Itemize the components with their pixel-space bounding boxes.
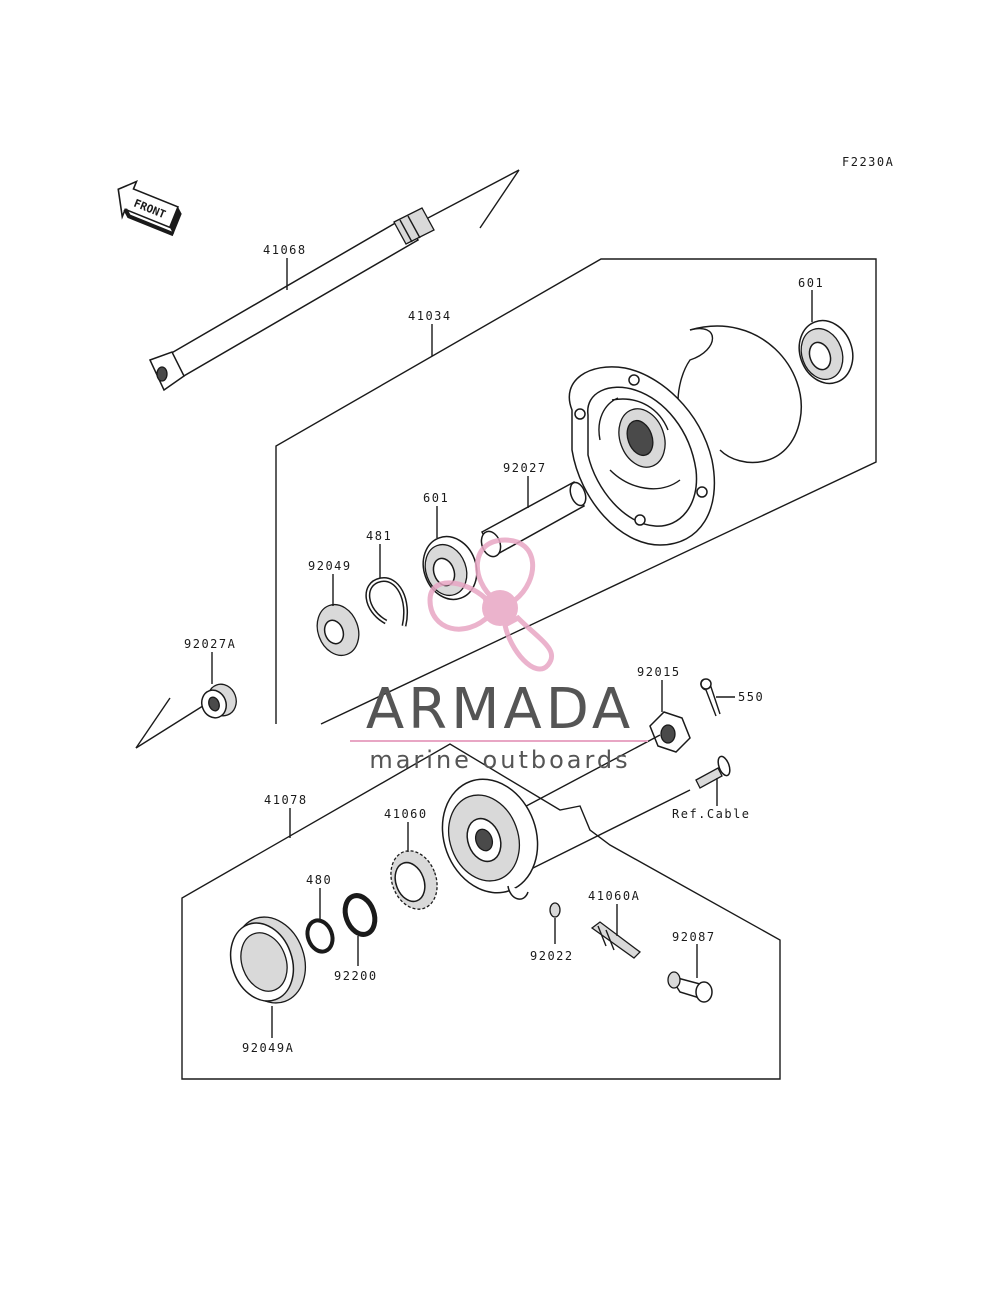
large-oil-seal-part bbox=[229, 916, 306, 1004]
front-arrow-icon: FRONT bbox=[117, 180, 182, 237]
speedometer-gear-part bbox=[390, 850, 438, 910]
part-label-92200: 92200 bbox=[334, 969, 378, 983]
part-label-480: 480 bbox=[306, 873, 332, 887]
ref-cable-label: Ref.Cable bbox=[672, 807, 751, 821]
bearing-right-part bbox=[798, 319, 854, 385]
part-label-41068: 41068 bbox=[263, 243, 307, 257]
part-label-92087: 92087 bbox=[672, 930, 716, 944]
part-label-601-left: 601 bbox=[423, 491, 449, 505]
oil-seal-part bbox=[316, 603, 360, 657]
circlip-part bbox=[365, 577, 408, 627]
axle-part bbox=[148, 169, 520, 392]
part-label-550: 550 bbox=[738, 690, 764, 704]
part-label-41060A: 41060A bbox=[588, 889, 640, 903]
part-label-92027: 92027 bbox=[503, 461, 547, 475]
brand-tagline: marine outboards bbox=[369, 746, 630, 774]
part-label-481: 481 bbox=[366, 529, 392, 543]
brand-watermark: ARMADA marine outboards bbox=[350, 537, 648, 774]
wheel-hub-part bbox=[568, 325, 802, 546]
part-label-92022: 92022 bbox=[530, 949, 574, 963]
collar-part bbox=[135, 683, 237, 749]
pinion-gear-part bbox=[590, 921, 641, 959]
part-label-41078: 41078 bbox=[264, 793, 308, 807]
bearing-left-part bbox=[422, 535, 478, 601]
cable-screw-part bbox=[695, 755, 731, 789]
part-label-92027A: 92027A bbox=[184, 637, 236, 651]
diagram-code: F2230A bbox=[842, 155, 894, 169]
gear-assembly-frame bbox=[181, 743, 781, 1080]
washer-92022-part bbox=[549, 902, 561, 918]
gear-housing-part bbox=[441, 734, 691, 900]
part-label-92049: 92049 bbox=[308, 559, 352, 573]
circlip-480-part bbox=[305, 918, 335, 954]
part-label-41060: 41060 bbox=[384, 807, 428, 821]
part-label-92015: 92015 bbox=[637, 665, 681, 679]
bushing-part bbox=[667, 971, 713, 1003]
washer-92200-part bbox=[342, 893, 378, 937]
spacer-tube-part bbox=[480, 480, 587, 558]
part-label-41034: 41034 bbox=[408, 309, 452, 323]
hub-assembly-frame bbox=[275, 258, 877, 725]
propeller-logo-icon bbox=[427, 537, 555, 672]
brand-name: ARMADA bbox=[366, 677, 634, 742]
part-label-601-right: 601 bbox=[798, 276, 824, 290]
part-label-92049A: 92049A bbox=[242, 1041, 294, 1055]
cotter-pin-part bbox=[700, 678, 721, 717]
axle-nut-part bbox=[649, 711, 691, 753]
